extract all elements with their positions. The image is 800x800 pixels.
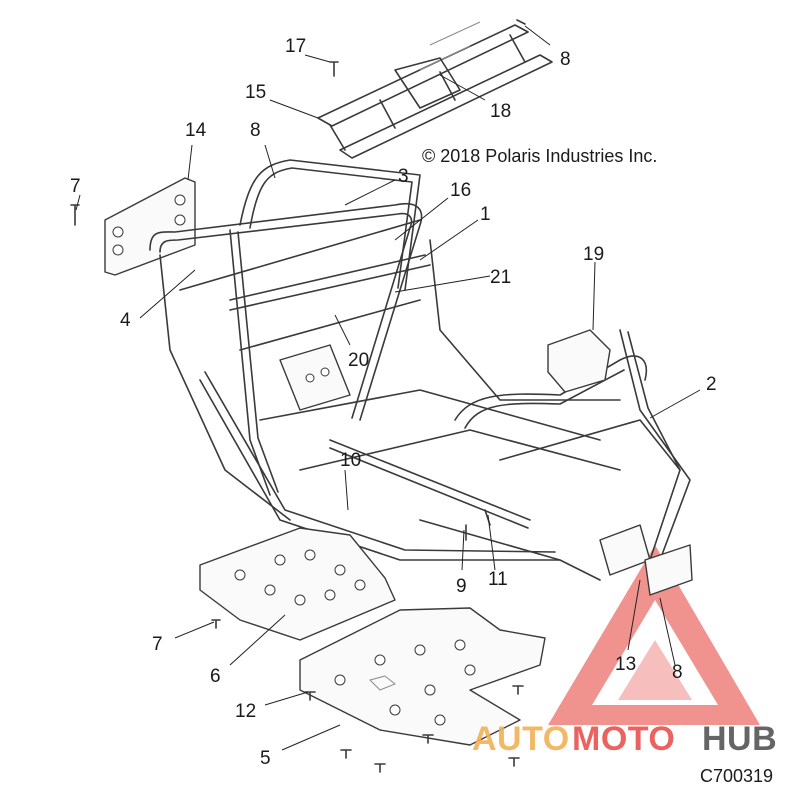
callout-21: 21: [490, 267, 511, 288]
main-frame-cage: [149, 159, 693, 596]
callout-8: 8: [560, 49, 571, 70]
svg-text:MOTO: MOTO: [572, 720, 675, 758]
callout-10: 10: [340, 450, 361, 471]
callout-16: 16: [450, 180, 471, 201]
skid-plate-rear: [199, 527, 396, 641]
callout-8: 8: [672, 662, 683, 683]
callout-18: 18: [490, 101, 511, 122]
callout-6: 6: [210, 666, 221, 687]
leader-lines: [75, 25, 701, 751]
callout-17: 17: [285, 36, 306, 57]
callout-12: 12: [235, 701, 256, 722]
callout-5: 5: [260, 748, 271, 769]
callout-4: 4: [120, 310, 131, 331]
svg-text:HUB: HUB: [702, 720, 777, 758]
callout-11: 11: [488, 569, 508, 590]
callout-8: 8: [250, 120, 261, 141]
callout-14: 14: [185, 120, 207, 141]
callout-2: 2: [706, 374, 717, 395]
callout-20: 20: [348, 350, 369, 371]
svg-text:AUTO: AUTO: [472, 720, 570, 758]
callout-7: 7: [152, 634, 163, 655]
watermark-wordmark: AUTO MOTO HUB: [472, 720, 777, 758]
copyright-notice: © 2018 Polaris Industries Inc.: [422, 146, 657, 166]
roof-rail-assembly: [317, 21, 553, 159]
callout-9: 9: [456, 576, 467, 597]
callout-3: 3: [398, 166, 409, 187]
skid-plate-front: [299, 607, 546, 746]
callout-7: 7: [70, 176, 81, 197]
callout-15: 15: [245, 82, 266, 103]
callout-labels: 17 8 15 18 14 8 3 16 1 7 4 21 19 20 2 10…: [70, 36, 717, 769]
left-rops-panel: [104, 177, 196, 276]
diagram-code: C700319: [700, 766, 773, 786]
callout-19: 19: [583, 244, 604, 265]
callout-1: 1: [480, 204, 491, 225]
callout-13: 13: [615, 654, 636, 675]
watermark-logo: [548, 545, 760, 725]
